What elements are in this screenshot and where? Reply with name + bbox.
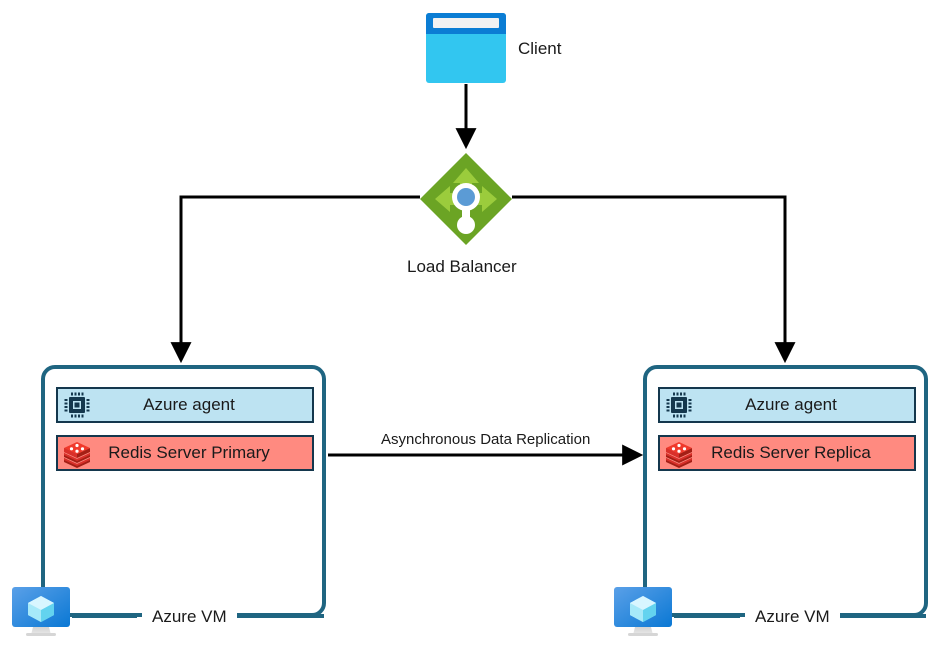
azure-agent-label-left: Azure agent [143, 395, 235, 414]
client-label: Client [518, 39, 562, 58]
vm-caption-right: Azure VM [745, 608, 840, 625]
azure-agent-label-right: Azure agent [745, 395, 837, 414]
redis-server-label-left: Redis Server Primary [108, 443, 270, 462]
load-balancer-label: Load Balancer [407, 257, 517, 276]
cpu-chip-icon [62, 390, 92, 420]
wire-load-balancer-to-vm-right [512, 195, 796, 364]
redis-primary-row-left: Redis Server Primary [56, 435, 314, 471]
replication-label: Asynchronous Data Replication [377, 432, 595, 447]
azure-agent-row-left: Azure agent [56, 387, 314, 423]
azure-vm-monitor-icon-left [10, 581, 72, 643]
vm-container-left: Azure agent [41, 365, 326, 617]
load-balancer-diamond-icon [419, 152, 513, 246]
azure-agent-row-right: Azure agent [658, 387, 916, 423]
redis-server-label-right: Redis Server Replica [711, 443, 871, 462]
azure-vm-monitor-icon-right [612, 581, 674, 643]
browser-titlebar [426, 13, 506, 34]
vm-container-right: Azure agent Redis Server Repli [643, 365, 928, 617]
browser-window-icon [426, 13, 506, 83]
cpu-chip-icon [664, 390, 694, 420]
wire-load-balancer-to-vm-left [170, 195, 420, 364]
vm-caption-left: Azure VM [142, 608, 237, 625]
redis-cube-icon [664, 438, 694, 468]
redis-cube-icon [62, 438, 92, 468]
browser-address-bar [433, 18, 499, 28]
redis-replica-row-right: Redis Server Replica [658, 435, 916, 471]
